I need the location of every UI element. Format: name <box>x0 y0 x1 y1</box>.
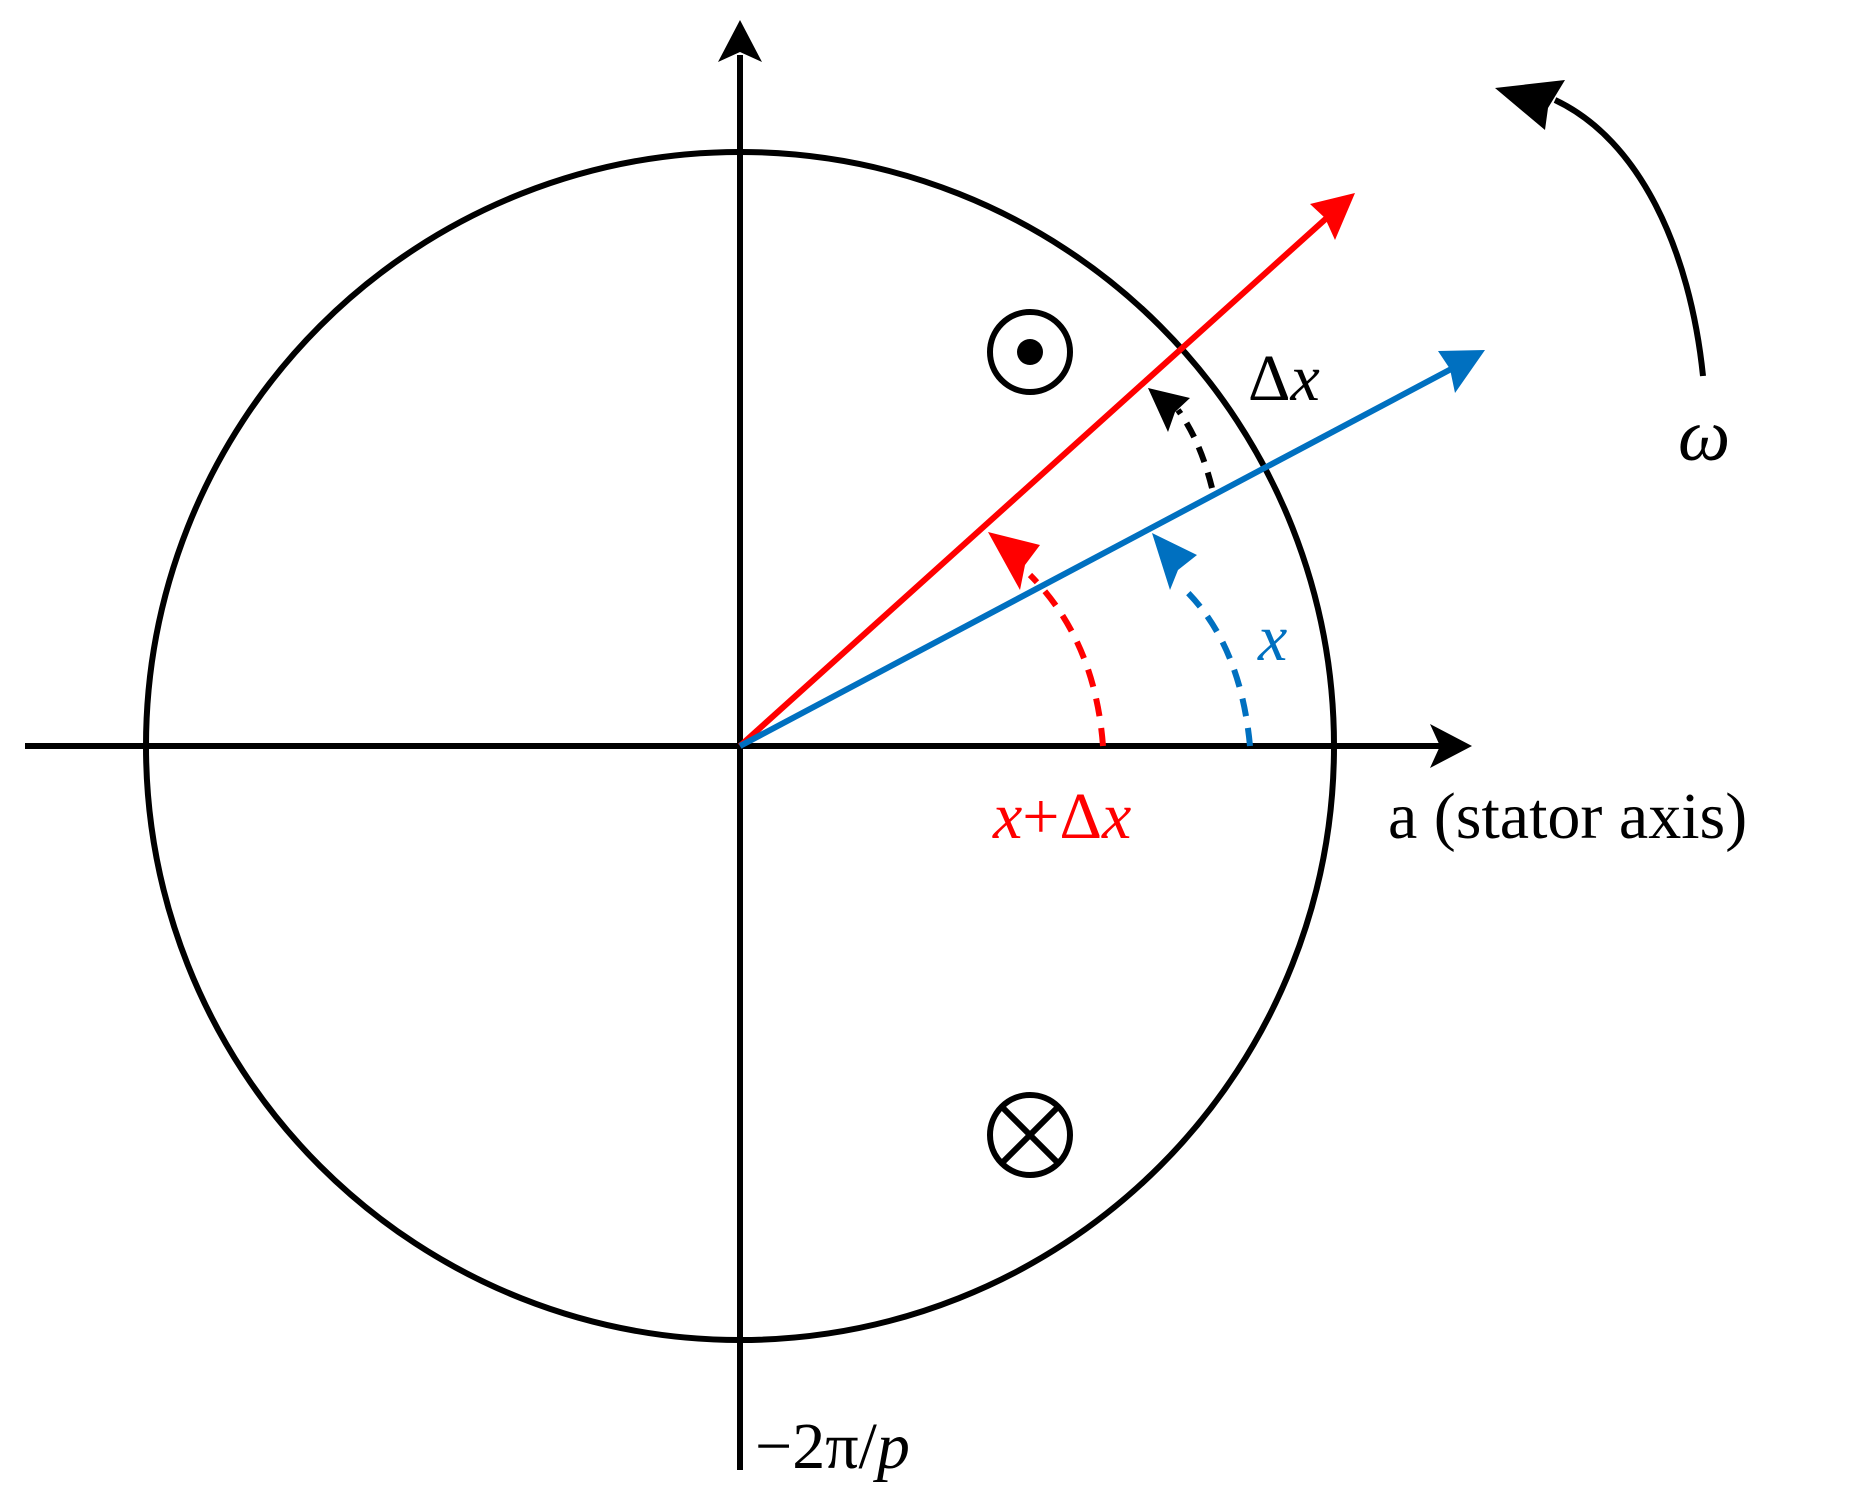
blue-vector-arrowhead <box>1438 350 1485 393</box>
delta-angle-arc-arrowhead <box>1148 388 1190 432</box>
blue-angle-arc-arrowhead <box>1152 533 1197 590</box>
delta-x-label: Δx <box>1248 342 1320 415</box>
counterclockwise-arrow-icon <box>1495 80 1565 130</box>
x-plus-delta-x-label: x+Δx <box>992 780 1131 853</box>
red-vector-arrowhead <box>1310 193 1355 240</box>
vertical-axis <box>718 20 762 1470</box>
dot-in-circle-icon <box>987 309 1073 395</box>
neg-two-pi-over-p-label: −2π/p <box>755 1410 910 1483</box>
delta-angle-arc <box>1148 388 1215 489</box>
red-vector <box>737 193 1355 749</box>
red-angle-arc-arrowhead <box>988 532 1040 590</box>
vertical-axis-arrowhead <box>718 20 762 62</box>
rotation-arrow <box>1495 80 1706 377</box>
stator-axis-label: a (stator axis) <box>1388 780 1747 853</box>
blue-vector <box>738 350 1485 749</box>
horizontal-axis <box>25 724 1472 768</box>
horizontal-axis-arrowhead <box>1430 724 1472 768</box>
omega-label: ω <box>1678 395 1730 477</box>
cross-in-circle-icon <box>987 1092 1073 1178</box>
blue-angle-arc <box>1152 533 1253 747</box>
x-label: x <box>1257 602 1287 675</box>
red-angle-arc <box>988 532 1106 747</box>
